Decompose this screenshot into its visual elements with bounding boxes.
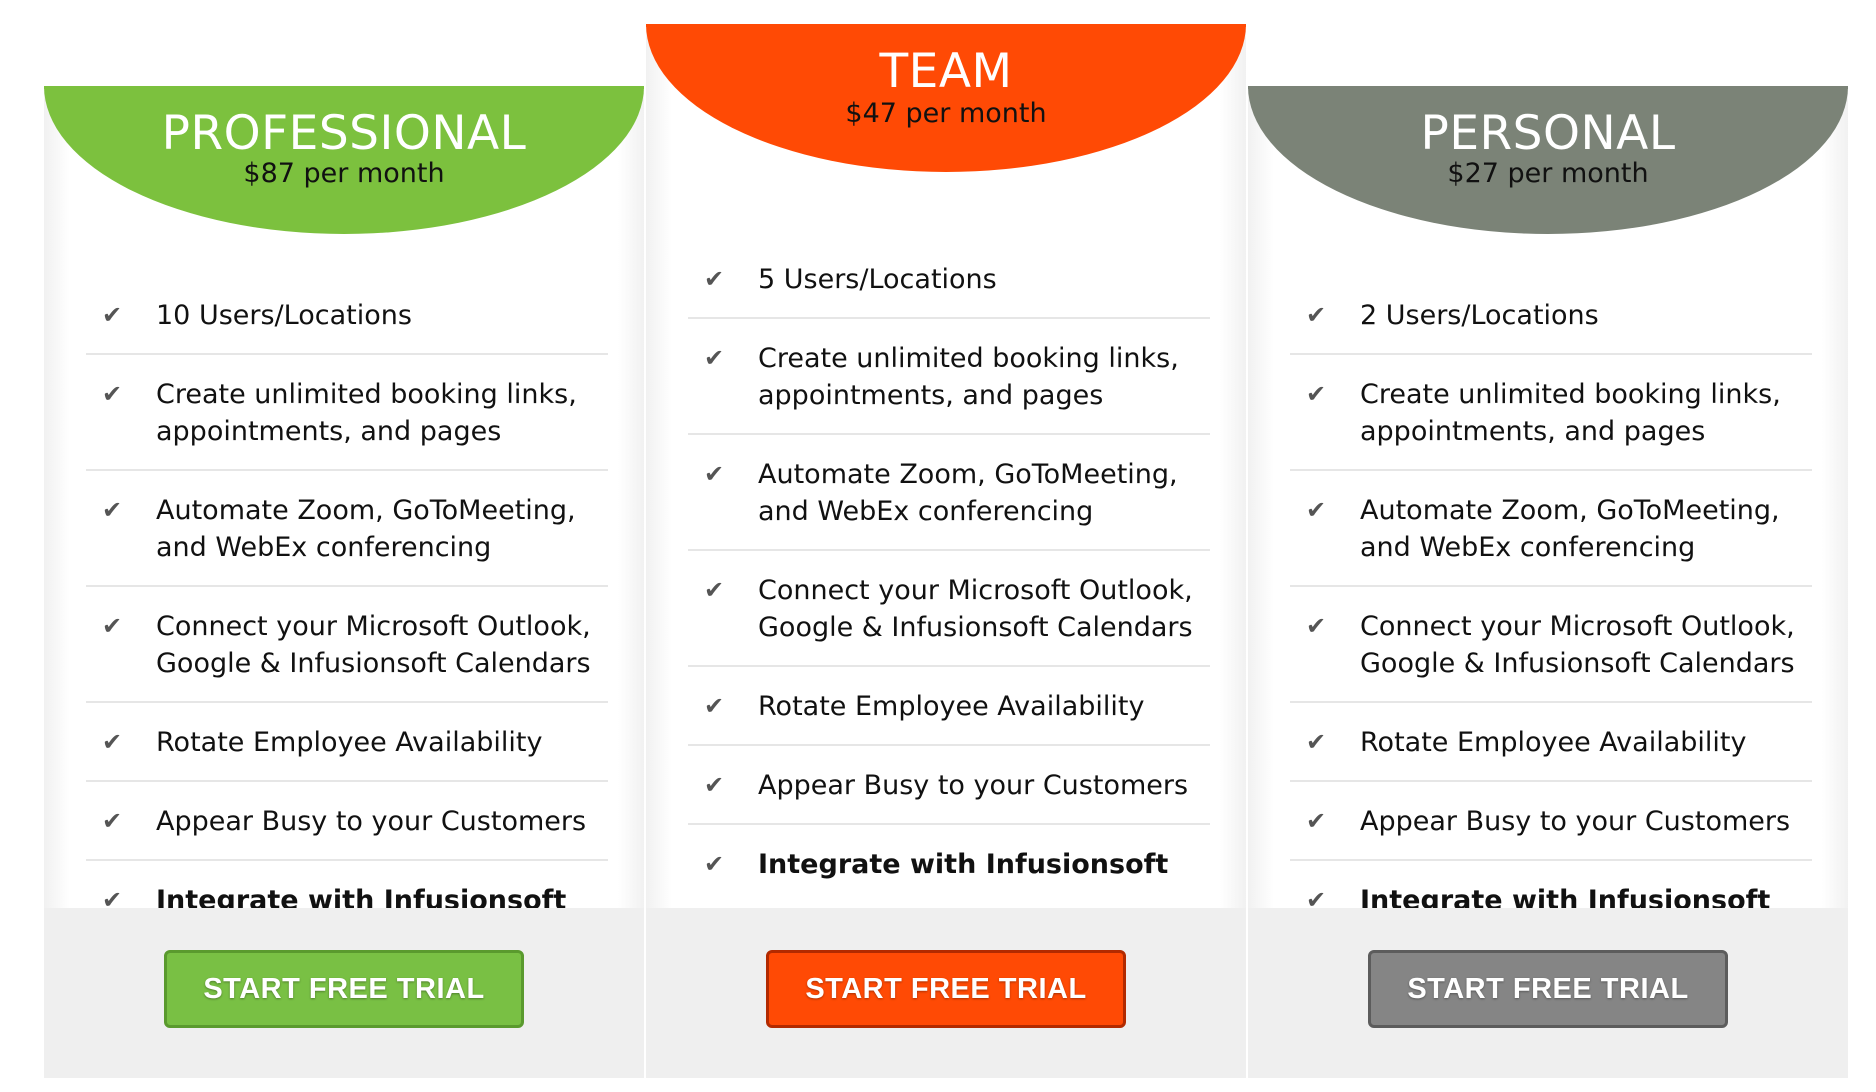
check-icon: ✔ [1306,301,1327,329]
plan-footer: START FREE TRIAL [1248,908,1848,1078]
feature-item: ✔Connect your Microsoft Outlook, Google … [86,587,608,703]
feature-list: ✔5 Users/Locations ✔Create unlimited boo… [688,240,1210,902]
feature-list: ✔2 Users/Locations ✔Create unlimited boo… [1290,276,1812,938]
check-icon: ✔ [1306,728,1327,756]
feature-item: ✔Appear Busy to your Customers [86,782,608,861]
check-icon: ✔ [1306,807,1327,835]
feature-item: ✔Connect your Microsoft Outlook, Google … [688,551,1210,667]
plan-header-professional: PROFESSIONAL $87 per month [44,86,644,234]
check-icon: ✔ [1306,612,1327,640]
plan-price: $87 per month [243,158,445,189]
plan-card-personal: PERSONAL $27 per month ✔2 Users/Location… [1248,86,1848,1078]
plan-header-team: TEAM $47 per month [646,24,1246,172]
check-icon: ✔ [1306,496,1327,524]
check-icon: ✔ [704,771,725,799]
feature-item: ✔Rotate Employee Availability [688,667,1210,746]
plan-title: PERSONAL [1420,106,1676,161]
check-icon: ✔ [704,265,725,293]
plan-footer: START FREE TRIAL [44,908,644,1078]
check-icon: ✔ [102,807,123,835]
check-icon: ✔ [704,692,725,720]
plan-card-team: TEAM $47 per month ✔5 Users/Locations ✔C… [646,24,1246,1078]
plan-card-professional: PROFESSIONAL $87 per month ✔10 Users/Loc… [44,86,644,1078]
plan-title: TEAM [879,44,1013,99]
feature-item: ✔Automate Zoom, GoToMeeting, and WebEx c… [688,435,1210,551]
plan-price: $47 per month [845,98,1047,129]
check-icon: ✔ [704,576,725,604]
feature-item: ✔Create unlimited booking links, appoint… [86,355,608,471]
check-icon: ✔ [704,460,725,488]
feature-item: ✔Appear Busy to your Customers [1290,782,1812,861]
feature-item: ✔Appear Busy to your Customers [688,746,1210,825]
check-icon: ✔ [102,301,123,329]
plan-price: $27 per month [1447,158,1649,189]
feature-item: ✔Create unlimited booking links, appoint… [1290,355,1812,471]
feature-item: ✔Automate Zoom, GoToMeeting, and WebEx c… [86,471,608,587]
feature-item: ✔5 Users/Locations [688,240,1210,319]
feature-item: ✔10 Users/Locations [86,276,608,355]
feature-item: ✔Integrate with Infusionsoft [704,849,1169,880]
start-free-trial-button[interactable]: START FREE TRIAL [164,950,524,1028]
check-icon: ✔ [1306,380,1327,408]
check-icon: ✔ [102,728,123,756]
feature-item: ✔Create unlimited booking links, appoint… [688,319,1210,435]
start-free-trial-button[interactable]: START FREE TRIAL [1368,950,1728,1028]
check-icon: ✔ [102,612,123,640]
feature-item: ✔Rotate Employee Availability [86,703,608,782]
start-free-trial-button[interactable]: START FREE TRIAL [766,950,1126,1028]
feature-item: ✔Rotate Employee Availability [1290,703,1812,782]
check-icon: ✔ [102,496,123,524]
plan-title: PROFESSIONAL [161,106,527,161]
check-icon: ✔ [102,886,123,914]
check-icon: ✔ [704,344,725,372]
check-icon: ✔ [102,380,123,408]
feature-item: ✔Automate Zoom, GoToMeeting, and WebEx c… [1290,471,1812,587]
feature-item: ✔Connect your Microsoft Outlook, Google … [1290,587,1812,703]
plan-footer: START FREE TRIAL [646,908,1246,1078]
feature-list: ✔10 Users/Locations ✔Create unlimited bo… [86,276,608,938]
plan-header-personal: PERSONAL $27 per month [1248,86,1848,234]
check-icon: ✔ [704,850,725,878]
check-icon: ✔ [1306,886,1327,914]
feature-item: ✔2 Users/Locations [1290,276,1812,355]
